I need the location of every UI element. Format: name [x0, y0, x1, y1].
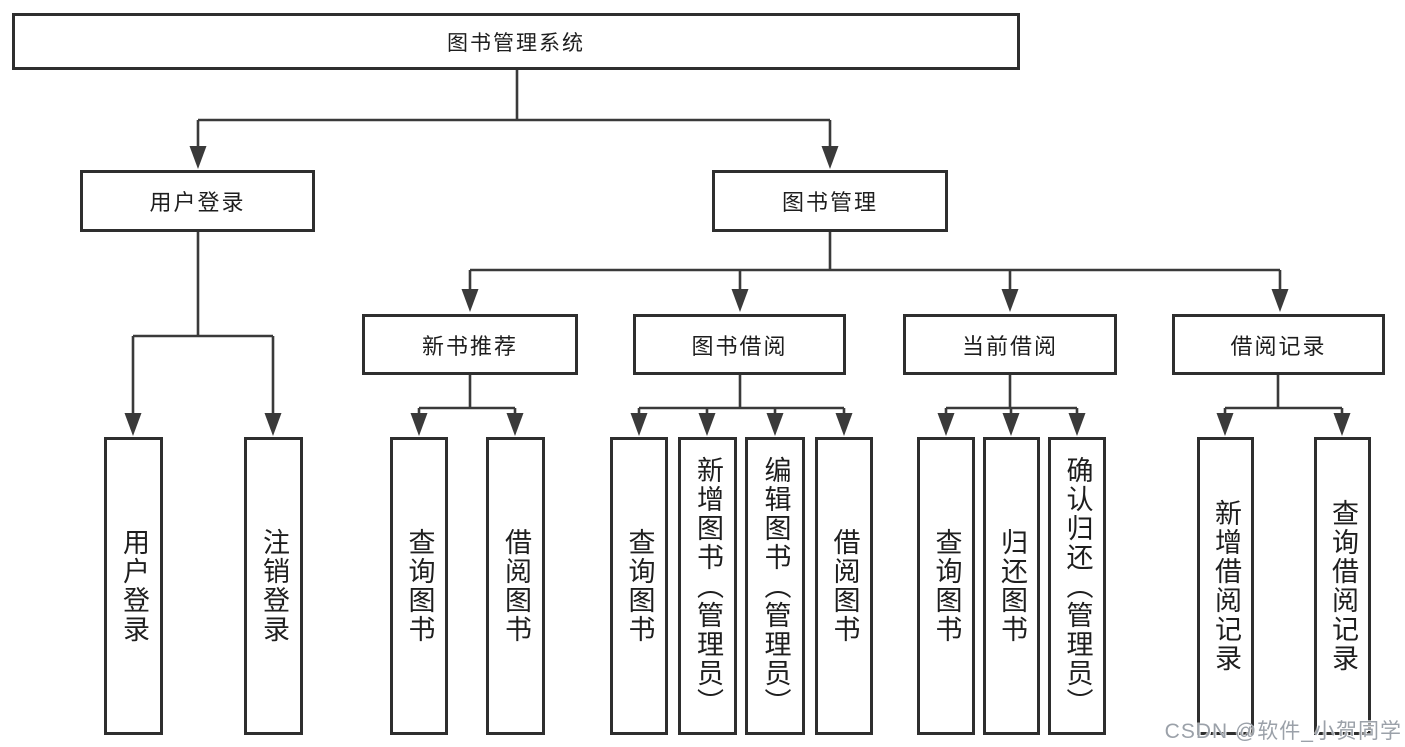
arrowheads — [124, 146, 1351, 436]
leaf-borrow-books-1: 借阅图书 — [486, 437, 545, 735]
leaf-borrow-books-2: 借阅图书 — [815, 437, 873, 735]
node-current-borrowing: 当前借阅 — [903, 314, 1117, 375]
leaf-add-borrow-record: 新增借阅记录 — [1197, 437, 1254, 735]
node-new-book-recommendation: 新书推荐 — [362, 314, 578, 375]
node-book-borrowing: 图书借阅 — [633, 314, 846, 375]
leaf-logout: 注销登录 — [244, 437, 303, 735]
leaf-edit-books-admin: 编辑图书（管理员） — [745, 437, 805, 735]
leaf-confirm-return-admin: 确认归还（管理员） — [1048, 437, 1106, 735]
leaf-user-login: 用户登录 — [104, 437, 163, 735]
leaf-add-books-admin: 新增图书（管理员） — [678, 437, 737, 735]
node-user-login-group: 用户登录 — [80, 170, 315, 232]
node-library-management-system: 图书管理系统 — [12, 13, 1020, 70]
leaf-query-borrow-record: 查询借阅记录 — [1314, 437, 1371, 735]
node-borrowing-records: 借阅记录 — [1172, 314, 1385, 375]
leaf-query-books-3: 查询图书 — [917, 437, 975, 735]
leaf-query-books-2: 查询图书 — [610, 437, 668, 735]
leaf-return-books: 归还图书 — [983, 437, 1040, 735]
csdn-watermark: CSDN @软件_小贺同学 — [1164, 720, 1402, 743]
node-book-management: 图书管理 — [712, 170, 948, 232]
leaf-query-books-1: 查询图书 — [390, 437, 448, 735]
